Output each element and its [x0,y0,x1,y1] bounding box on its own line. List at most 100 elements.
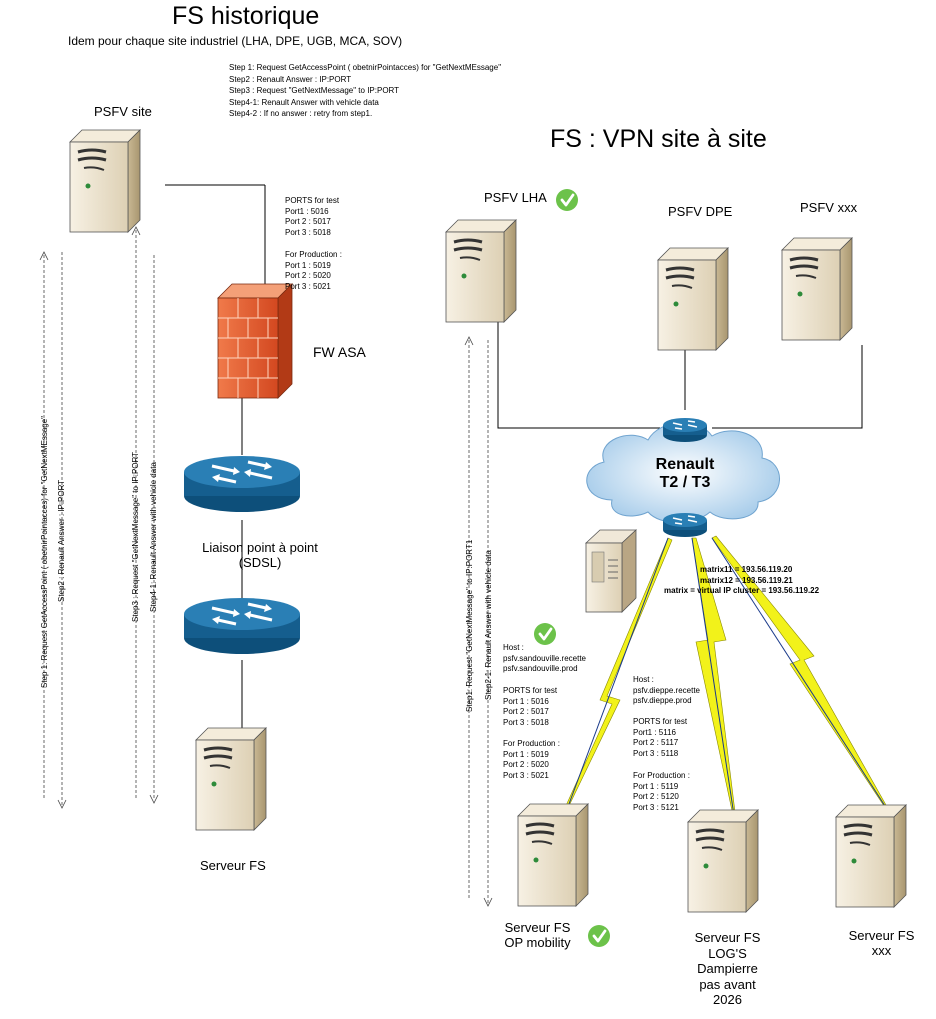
left-ports-test: PORTS for test Port1 : 5016 Port 2 : 501… [285,196,339,238]
ports-test-header: PORTS for test [285,196,340,205]
ports-log-test: PORTS for test Port1 : 5116 Port 2 : 511… [633,717,687,759]
serveur-fs-left-icon [194,726,268,832]
port-line: Port 2 : 5017 [285,217,331,226]
label-line: Serveur FS [694,930,761,945]
port-line: Port 2 : 5020 [503,760,549,769]
host-line: psfv.dieppe.prod [633,696,692,705]
port-line: Port 3 : 5018 [285,227,331,237]
right-title: FS : VPN site à site [550,125,767,153]
matrix-line: matrix12 = 193.56.119.21 [700,575,793,585]
step-4-2: Step4-2 : If no answer : retry from step… [229,109,373,118]
step-1: Step 1: Request GetAccessPoint ( obetnir… [229,63,502,72]
port-line: Port 2 : 5020 [285,271,331,280]
host-line: psfv.sandouville.prod [503,664,578,673]
port-line: Port 1 : 5016 [503,696,549,706]
port-line: Port 2 : 5017 [503,707,549,716]
step-2: Step2 : Renault Answer : IP:PORT [229,74,352,84]
left-step-arrows [43,230,155,805]
psfv-lha-label: PSFV LHA [484,190,547,205]
vertical-step1-text: Step 1: Request GetAccessPoint ( obetnir… [40,415,49,688]
port-line: Port 1 : 5019 [503,749,549,759]
vertical-step3-text: Step3 : Request "GetNextMessage" to IP:P… [131,451,140,622]
serveur-fs-left-label: Serveur FS [200,858,266,873]
cloud-label: Renault T2 / T3 [640,456,730,492]
tower-server-icon [584,529,638,613]
check-host-op-icon [532,621,558,647]
router-cloud-bottom-icon [662,512,708,538]
label-line: LOG'S [708,945,747,961]
firewall-icon [217,283,293,399]
label-line: 2026 [713,992,742,1007]
vertical-step2-text: Step2 : Renault Answer : IP:PORT [57,479,66,602]
serveur-xxx-label: Serveur FS xxx [834,928,929,958]
ports-prod-header: For Production : [285,250,342,259]
liaison-line-2: (SDSL) [238,555,282,570]
step-4-1: Step4-1: Renault Answer with vehicle dat… [229,97,379,107]
serveur-xxx-icon [834,803,908,909]
ports-log-prod: For Production : Port 1 : 5119 Port 2 : … [633,771,690,813]
router-top-icon [182,454,302,514]
fw-asa-label: FW ASA [313,344,366,360]
vertical-step4-text: Step4-1: Renault Answer with vehicle dat… [149,462,158,612]
port-line: Port 3 : 5021 [503,770,549,780]
right-links [497,320,863,429]
port-line: Port 1 : 5019 [285,260,331,270]
matrix-block: matrix11 = 193.56.119.20 matrix12 = 193.… [600,565,840,597]
router-bottom-icon [182,596,302,656]
ports-test-header: PORTS for test [633,717,688,726]
label-line: OP mobility [504,935,571,950]
router-cloud-top-icon [662,417,708,443]
port-line: Port 3 : 5018 [503,717,549,727]
left-ports-prod: For Production : Port 1 : 5019 Port 2 : … [285,250,342,292]
matrix-line: matrix = virtual IP cluster = 193.56.119… [664,586,820,595]
ports-prod-header: For Production : [503,739,560,748]
host-line: Host : [503,643,524,652]
serveur-logs-label: Serveur FS LOG'S Dampierre pas avant 202… [680,930,775,1008]
port-line: Port1 : 5116 [633,727,676,737]
ports-op-test: PORTS for test Port 1 : 5016 Port 2 : 50… [503,686,557,728]
port-line: Port 3 : 5118 [633,748,679,758]
psfv-site-server-icon [68,128,142,234]
psfv-dpe-server-icon [656,246,730,352]
ports-op-prod: For Production : Port 1 : 5019 Port 2 : … [503,739,560,781]
host-line: psfv.dieppe.recette [633,685,701,695]
label-line: pas avant [699,976,756,992]
port-line: Port 3 : 5021 [285,281,331,291]
matrix-line: matrix11 = 193.56.119.20 [700,565,793,574]
ports-test-header: PORTS for test [503,686,558,695]
steps-list: Step 1: Request GetAccessPoint ( obetnir… [229,62,501,120]
host-line: Host : [633,675,654,684]
psfv-dpe-label: PSFV DPE [668,204,733,219]
label-line: Serveur FS [848,928,915,943]
label-line: Dampierre [697,961,758,976]
serveur-op-label: Serveur FS OP mobility [490,920,585,950]
psfv-lha-server-icon [444,218,518,324]
left-subtitle: Idem pour chaque site industriel (LHA, D… [68,34,403,48]
port-line: Port 2 : 5117 [633,738,679,747]
port-line: Port 1 : 5119 [633,781,679,791]
check-psfv-lha-icon [554,187,580,213]
host-op-block: Host : psfv.sandouville.recette psfv.san… [503,643,586,675]
ports-prod-header: For Production : [633,771,690,780]
left-title: FS historique [172,2,320,30]
step-3: Step3 : Request "GetNextMessage" to IP:P… [229,86,400,95]
port-line: Port 2 : 5120 [633,792,679,801]
liaison-line-1: Liaison point à point [202,540,318,555]
psfv-xxx-label: PSFV xxx [800,200,858,215]
cloud-line-2: T2 / T3 [659,474,711,491]
label-line: Serveur FS [504,920,571,935]
serveur-op-mobility-icon [516,802,590,908]
vertical-step2-right-text: Step2-1: Renault Answer with vehicle dat… [484,550,493,700]
host-log-block: Host : psfv.dieppe.recette psfv.dieppe.p… [633,675,700,707]
vertical-step1-right-text: Step1: Request "GetNextMessage" to IP:PO… [465,539,474,712]
port-line: Port 3 : 5121 [633,802,679,812]
label-line: xxx [871,943,892,958]
psfv-xxx-server-icon [780,236,854,342]
cloud-line-1: Renault [655,456,715,473]
serveur-logs-icon [686,808,760,914]
right-step-arrows [468,340,489,905]
port-line: Port1 : 5016 [285,206,329,216]
psfv-site-label: PSFV site [94,104,152,119]
host-line: psfv.sandouville.recette [503,653,587,663]
